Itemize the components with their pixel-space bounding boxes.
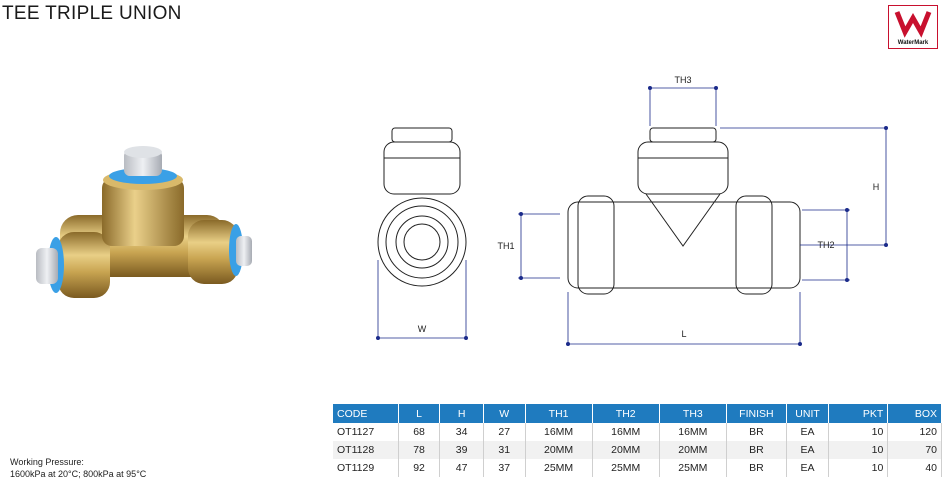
col-th1: TH1 bbox=[525, 404, 593, 423]
cell-unit: EA bbox=[786, 459, 830, 477]
cell-th1: 20MM bbox=[525, 441, 593, 459]
col-th2: TH2 bbox=[592, 404, 660, 423]
cell-h: 39 bbox=[439, 441, 484, 459]
cell-finish: BR bbox=[726, 459, 787, 477]
col-w: W bbox=[483, 404, 526, 423]
watermark-label: WaterMark bbox=[897, 40, 929, 46]
col-pkt: PKT bbox=[828, 404, 889, 423]
cell-w: 27 bbox=[483, 423, 526, 441]
cell-unit: EA bbox=[786, 441, 830, 459]
cell-h: 47 bbox=[439, 459, 484, 477]
cell-h: 34 bbox=[439, 423, 484, 441]
th1-dimension: TH1 bbox=[497, 212, 560, 280]
cell-code: OT1127 bbox=[333, 423, 399, 441]
cell-th1: 25MM bbox=[525, 459, 593, 477]
col-code: CODE bbox=[333, 404, 399, 423]
side-l-label: L bbox=[681, 329, 686, 339]
col-finish: FINISH bbox=[726, 404, 787, 423]
product-photo bbox=[36, 146, 252, 298]
cell-th2: 25MM bbox=[592, 459, 660, 477]
cell-th3: 16MM bbox=[659, 423, 727, 441]
cell-th3: 20MM bbox=[659, 441, 727, 459]
front-th1-label: TH1 bbox=[497, 241, 514, 251]
cell-pkt: 10 bbox=[828, 441, 889, 459]
col-th3: TH3 bbox=[659, 404, 727, 423]
spec-table: CODE L H W TH1 TH2 TH3 FINISH UNIT PKT B… bbox=[333, 404, 942, 477]
col-h: H bbox=[439, 404, 484, 423]
cell-finish: BR bbox=[726, 423, 787, 441]
table-row: OT1129 92 47 37 25MM 25MM 25MM BR EA 10 … bbox=[333, 459, 942, 477]
cell-w: 37 bbox=[483, 459, 526, 477]
table-row: OT1128 78 39 31 20MM 20MM 20MM BR EA 10 … bbox=[333, 441, 942, 459]
cell-code: OT1128 bbox=[333, 441, 399, 459]
col-l: L bbox=[398, 404, 441, 423]
col-unit: UNIT bbox=[786, 404, 830, 423]
working-pressure-values: 1600kPa at 20°C; 800kPa at 95°C bbox=[10, 469, 147, 479]
cell-unit: EA bbox=[786, 423, 830, 441]
side-th3-label: TH3 bbox=[674, 75, 691, 85]
cell-pkt: 10 bbox=[828, 459, 889, 477]
cell-box: 120 bbox=[887, 423, 942, 441]
col-box: BOX bbox=[887, 404, 942, 423]
cell-code: OT1129 bbox=[333, 459, 399, 477]
cell-th3: 25MM bbox=[659, 459, 727, 477]
cell-l: 68 bbox=[398, 423, 441, 441]
cell-th1: 16MM bbox=[525, 423, 593, 441]
table-row: OT1127 68 34 27 16MM 16MM 16MM BR EA 10 … bbox=[333, 423, 942, 441]
front-width-label: W bbox=[418, 324, 427, 334]
cell-l: 78 bbox=[398, 441, 441, 459]
page-title: TEE TRIPLE UNION bbox=[2, 3, 182, 24]
working-pressure-heading: Working Pressure: bbox=[10, 457, 84, 467]
front-view-drawing: W bbox=[376, 127, 468, 340]
side-view-drawing: TH3 H TH2 L bbox=[566, 75, 888, 346]
cell-th2: 16MM bbox=[592, 423, 660, 441]
cell-pkt: 10 bbox=[828, 423, 889, 441]
cell-finish: BR bbox=[726, 441, 787, 459]
cell-box: 40 bbox=[887, 459, 942, 477]
cell-th2: 20MM bbox=[592, 441, 660, 459]
cell-l: 92 bbox=[398, 459, 441, 477]
cell-w: 31 bbox=[483, 441, 526, 459]
watermark-logo: WaterMark bbox=[888, 5, 938, 49]
watermark-w-icon bbox=[894, 11, 932, 38]
cell-box: 70 bbox=[887, 441, 942, 459]
spec-table-header-row: CODE L H W TH1 TH2 TH3 FINISH UNIT PKT B… bbox=[333, 404, 942, 423]
working-pressure-note: Working Pressure: 1600kPa at 20°C; 800kP… bbox=[10, 456, 146, 480]
side-th2-label: TH2 bbox=[817, 240, 834, 250]
side-h-label: H bbox=[873, 182, 880, 192]
